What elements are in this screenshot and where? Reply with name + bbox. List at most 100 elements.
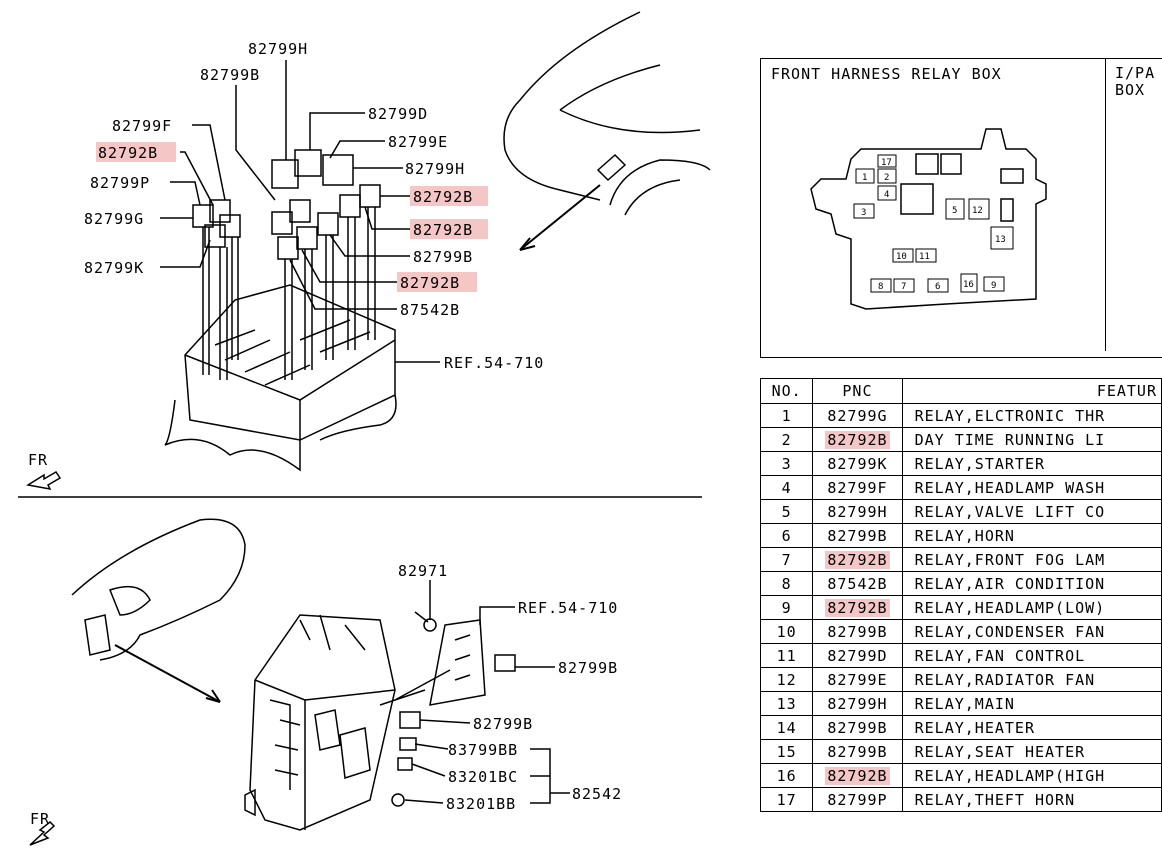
callout-82792B-left[interactable]: 82792B [98, 144, 158, 162]
callout-83201BC[interactable]: 83201BC [448, 768, 518, 786]
relay-box-panel: FRONT HARNESS RELAY BOX I/PA BOX 17 1 2 … [760, 58, 1162, 358]
callout-82799H-top[interactable]: 82799H [248, 40, 308, 58]
relay-slot-8[interactable]: 8 [870, 278, 892, 293]
top-leader-lines [160, 60, 440, 363]
row-pnc-cell[interactable]: 82799D [812, 643, 903, 668]
row-pnc[interactable]: 82799B [827, 526, 888, 545]
relay-slot-10[interactable]: 10 [892, 248, 914, 263]
row-pnc[interactable]: 82792B [825, 766, 890, 785]
row-pnc[interactable]: 82792B [825, 550, 890, 569]
svg-text:1: 1 [862, 173, 867, 183]
callout-83201BB[interactable]: 83201BB [446, 795, 516, 813]
row-pnc[interactable]: 87542B [827, 574, 888, 593]
relay-slot-12[interactable]: 12 [968, 198, 990, 220]
row-pnc-cell[interactable]: 82799B [812, 523, 903, 548]
relay-slot-7[interactable]: 7 [893, 278, 915, 293]
callout-82799K[interactable]: 82799K [84, 259, 144, 277]
callout-82799P[interactable]: 82799P [90, 174, 150, 192]
callout-82799B-bottom-2[interactable]: 82799B [473, 715, 533, 733]
relay-slot-13[interactable]: 13 [990, 226, 1014, 250]
row-pnc[interactable]: 82792B [825, 598, 890, 617]
row-pnc[interactable]: 82799B [827, 742, 888, 761]
row-pnc[interactable]: 82799D [827, 646, 888, 665]
callout-82799H-right[interactable]: 82799H [405, 160, 465, 178]
row-pnc-cell[interactable]: 82792B [812, 427, 903, 452]
row-pnc[interactable]: 82799P [827, 790, 888, 809]
row-pnc[interactable]: 82799F [827, 478, 888, 497]
relay-slot-1[interactable]: 1 [855, 168, 875, 184]
parts-table-header: NO. PNC FEATUR [759, 378, 1162, 404]
callout-82542[interactable]: 82542 [572, 785, 622, 803]
relay-slot-6[interactable]: 6 [927, 278, 949, 293]
row-pnc[interactable]: 82799K [827, 454, 888, 473]
callout-82971[interactable]: 82971 [398, 562, 448, 580]
relay-slot-17[interactable]: 17 [877, 154, 897, 168]
row-pnc-cell[interactable]: 82799E [812, 667, 903, 692]
callout-82799E[interactable]: 82799E [388, 133, 448, 151]
row-pnc-cell[interactable]: 82799H [812, 499, 903, 524]
row-pnc-cell[interactable]: 82799B [812, 619, 903, 644]
row-pnc-cell[interactable]: 82792B [812, 547, 903, 572]
callout-82799B-bottom-1[interactable]: 82799B [558, 659, 618, 677]
relay-slot-9[interactable]: 9 [983, 276, 1005, 292]
ipa-box-title-line1: I/PA [1115, 64, 1156, 82]
svg-text:4: 4 [884, 190, 889, 200]
relay-slot-5[interactable]: 5 [945, 198, 965, 220]
relay-slot-11[interactable]: 11 [915, 248, 937, 263]
row-pnc[interactable]: 82799B [827, 622, 888, 641]
callout-82799F[interactable]: 82799F [112, 117, 172, 135]
row-pnc[interactable]: 82799H [827, 502, 888, 521]
callout-82792B-right-1[interactable]: 82792B [413, 188, 473, 206]
relay-slot-16[interactable]: 16 [960, 273, 978, 293]
row-pnc[interactable]: 82792B [825, 430, 890, 449]
callout-82792B-right-3[interactable]: 82792B [400, 274, 460, 292]
row-pnc[interactable]: 82799B [827, 718, 888, 737]
row-pnc-cell[interactable]: 82799F [812, 475, 903, 500]
row-pnc-cell[interactable]: 82799P [812, 787, 903, 812]
callout-82792B-right-2[interactable]: 82792B [413, 221, 473, 239]
row-pnc[interactable]: 82799E [827, 670, 888, 689]
row-pnc-cell[interactable]: 82799H [812, 691, 903, 716]
row-pnc-cell[interactable]: 82792B [812, 595, 903, 620]
row-pnc-cell[interactable]: 82792B [812, 763, 903, 788]
callout-82799G[interactable]: 82799G [84, 210, 144, 228]
row-number: 14 [759, 715, 814, 740]
callout-82799D[interactable]: 82799D [368, 105, 428, 123]
row-pnc-cell[interactable]: 82799G [812, 403, 903, 428]
row-number: 12 [759, 667, 814, 692]
row-pnc[interactable]: 82799H [827, 694, 888, 713]
row-pnc-cell[interactable]: 82799K [812, 451, 903, 476]
row-pnc-cell[interactable]: 82799B [812, 739, 903, 764]
callout-82799B-left[interactable]: 82799B [200, 66, 260, 84]
ref-54-710-top[interactable]: REF.54-710 [444, 354, 544, 372]
relay-slot-4[interactable]: 4 [877, 185, 897, 201]
row-pnc[interactable]: 82799G [827, 406, 888, 425]
relay-slot-3[interactable]: 3 [853, 203, 875, 219]
row-pnc-cell[interactable]: 82799B [812, 715, 903, 740]
svg-text:17: 17 [881, 158, 892, 168]
callout-83799BB[interactable]: 83799BB [448, 741, 518, 759]
row-feature: DAY TIME RUNNING LI [901, 427, 1162, 452]
ref-54-710-bottom[interactable]: REF.54-710 [518, 599, 618, 617]
relay-slot-2[interactable]: 2 [877, 168, 897, 184]
callout-82799B-right[interactable]: 82799B [413, 248, 473, 266]
callout-87542B[interactable]: 87542B [400, 301, 460, 319]
row-pnc-cell[interactable]: 87542B [812, 571, 903, 596]
